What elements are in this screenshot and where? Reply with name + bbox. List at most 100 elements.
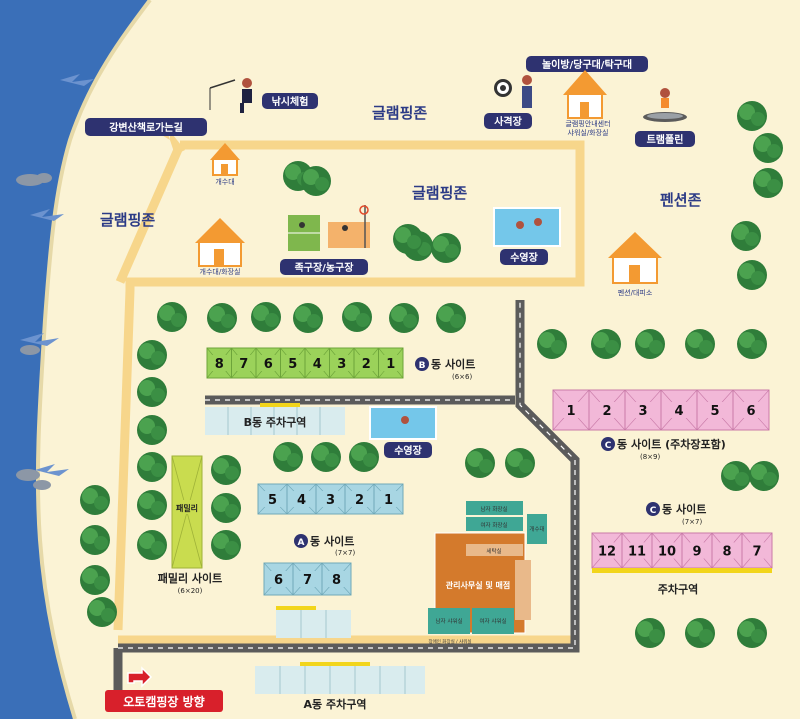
c-top-site-slot[interactable]: 3: [624, 389, 662, 431]
a-site-slot[interactable]: 2: [344, 483, 375, 515]
c-bottom-site-slot[interactable]: 9: [681, 532, 713, 569]
site-number: 7: [752, 545, 761, 560]
site-number: 6: [274, 573, 283, 588]
a-site-slot[interactable]: 5: [257, 483, 288, 515]
tree-icon: [436, 303, 466, 333]
site-number: 12: [598, 545, 616, 560]
b-site-slot[interactable]: 3: [329, 347, 355, 379]
autocamp-direction-sign[interactable]: 오토캠핑장 방향: [105, 666, 223, 712]
site-number: 11: [628, 545, 646, 560]
b-site-slot[interactable]: 8: [206, 347, 232, 379]
label-info-center: 글램핑안내센터: [565, 119, 610, 128]
svg-text:트램폴린: 트램폴린: [647, 133, 684, 146]
b-site-slot[interactable]: 6: [255, 347, 281, 379]
c-top-site-slot[interactable]: 1: [552, 389, 590, 431]
tree-icon: [737, 329, 767, 359]
tree-icon: [635, 618, 665, 648]
tree-icon: [431, 233, 461, 263]
c-bottom-site-slot[interactable]: 12: [591, 532, 623, 569]
pool-top: [493, 207, 561, 247]
b-site-slot[interactable]: 4: [304, 347, 330, 379]
arrow-right-icon: [127, 666, 153, 688]
trampoline-icon: [643, 88, 687, 122]
label-pool-top: 수영장: [500, 249, 548, 265]
c-top-site-label: C 동 사이트 (주차장포함) (8×9): [601, 437, 726, 461]
svg-text:동 사이트: 동 사이트: [310, 534, 354, 548]
svg-text:놀이방/당구대/탁구대: 놀이방/당구대/탁구대: [542, 58, 632, 71]
b-site-slot[interactable]: 1: [378, 347, 404, 379]
label-pension-office: 펜션/대피소: [618, 288, 653, 297]
tree-icon: [591, 329, 621, 359]
c-bottom-site-slot[interactable]: 11: [621, 532, 653, 569]
site-number: 1: [384, 493, 393, 508]
a-site-slot[interactable]: 8: [321, 562, 352, 596]
label-shooting: 사격장: [484, 113, 532, 129]
a-site-slot[interactable]: 4: [286, 483, 317, 515]
office-women-toilet: 여자 화장실: [480, 521, 507, 529]
svg-text:동 사이트 (주차장포함): 동 사이트 (주차장포함): [617, 437, 726, 451]
a-site-label: A 동 사이트 (7×7): [294, 534, 356, 557]
house-icon-sink-toilet: [195, 218, 245, 267]
site-number: 2: [355, 493, 364, 508]
c-top-site-slot[interactable]: 2: [588, 389, 626, 431]
label-sink-toilet: 개수대/화장실: [200, 267, 241, 276]
river-rocks: [16, 173, 52, 490]
b-site-slot[interactable]: 7: [231, 347, 257, 379]
svg-text:강변산책로가는길: 강변산책로가는길: [109, 121, 183, 134]
c-parking-stripe: [592, 568, 772, 573]
office-men-toilet: 남자 화장실: [480, 505, 507, 513]
tree-icon: [80, 525, 110, 555]
office-building: [428, 501, 547, 634]
a-site-slot[interactable]: 7: [292, 562, 323, 596]
c-top-site-slot[interactable]: 6: [732, 389, 770, 431]
tree-icon: [393, 224, 423, 254]
tree-icon: [731, 221, 761, 251]
svg-text:C: C: [605, 441, 612, 451]
tree-icon: [211, 455, 241, 485]
b-site-slot[interactable]: 5: [280, 347, 306, 379]
c-bottom-site-slot[interactable]: 8: [711, 532, 743, 569]
b-site-slot[interactable]: 2: [353, 347, 379, 379]
office-women-shower: 여자 샤워실: [479, 617, 506, 625]
tree-icon: [207, 303, 237, 333]
svg-text:낚시체험: 낚시체험: [272, 95, 309, 108]
c-top-site-slot[interactable]: 4: [660, 389, 698, 431]
a-site-slot[interactable]: 1: [373, 483, 404, 515]
zone-label-pension: 펜션존: [660, 191, 702, 209]
target-icon: [494, 75, 532, 108]
svg-text:(8×9): (8×9): [640, 453, 661, 461]
site-number: 3: [326, 493, 335, 508]
a-site-slot[interactable]: 3: [315, 483, 346, 515]
site-number: 5: [268, 493, 277, 508]
house-icon-sink: [210, 143, 240, 176]
tree-icon: [685, 329, 715, 359]
c-top-site-slot[interactable]: 5: [696, 389, 734, 431]
a-site-slot[interactable]: 6: [263, 562, 294, 596]
site-number: 6: [746, 404, 755, 419]
c-bottom-site-slot[interactable]: 10: [651, 532, 683, 569]
tree-icon: [505, 448, 535, 478]
site-number: 2: [602, 404, 611, 419]
sports-court: [288, 205, 370, 251]
tree-icon: [251, 302, 281, 332]
svg-text:(7×7): (7×7): [335, 549, 356, 557]
tree-icon: [685, 618, 715, 648]
tree-icon: [80, 485, 110, 515]
tree-icon: [157, 302, 187, 332]
tree-icon: [389, 303, 419, 333]
c-bottom-site-slot[interactable]: 7: [741, 532, 773, 569]
river-bank: [35, 0, 152, 719]
svg-text:수영장: 수영장: [394, 444, 422, 457]
tree-icon: [342, 302, 372, 332]
site-number: 1: [386, 357, 395, 372]
svg-text:수영장: 수영장: [510, 251, 538, 264]
site-number: 1: [566, 404, 575, 419]
site-number: 5: [710, 404, 719, 419]
tree-icon: [137, 415, 167, 445]
tree-icon: [721, 461, 751, 491]
site-number: 8: [722, 545, 731, 560]
tree-icon: [753, 168, 783, 198]
tree-icon: [273, 442, 303, 472]
